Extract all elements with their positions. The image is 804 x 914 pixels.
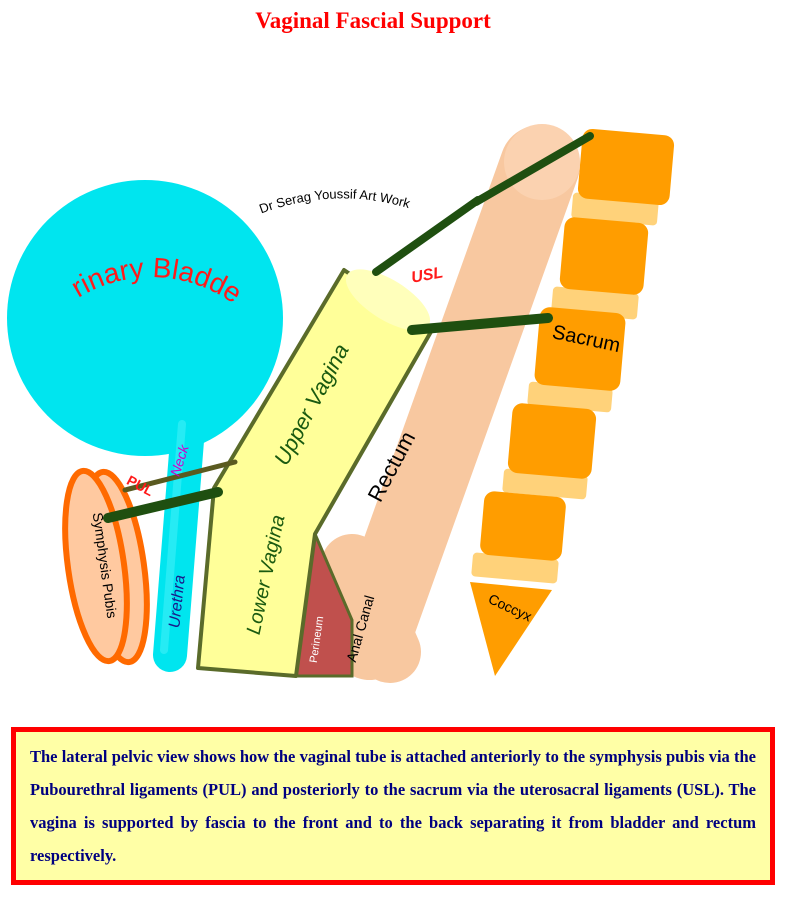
pul-label: PUL — [124, 472, 157, 499]
usl-ligament-top — [472, 132, 594, 206]
urethra — [153, 411, 205, 672]
coccyx — [470, 582, 552, 676]
page-title: Vaginal Fascial Support — [255, 8, 491, 33]
ligaments — [103, 132, 594, 523]
usl-label: USL — [410, 264, 444, 286]
pul-ligament-upper — [122, 459, 238, 493]
pelvic-diagram: Urinary Bladder Dr Serag Youssif Art Wor… — [0, 0, 675, 683]
usl-ligament-upper — [372, 196, 482, 276]
caption-box: The lateral pelvic view shows how the va… — [11, 727, 775, 885]
usl-ligament — [407, 313, 553, 335]
pul-ligament — [103, 487, 223, 523]
urinary-bladder — [7, 180, 283, 456]
sacrum-vertebrae — [470, 128, 675, 676]
urethra-label: Urethra — [166, 574, 188, 629]
credit-label: Dr Serag Youssif Art Work — [257, 186, 412, 216]
